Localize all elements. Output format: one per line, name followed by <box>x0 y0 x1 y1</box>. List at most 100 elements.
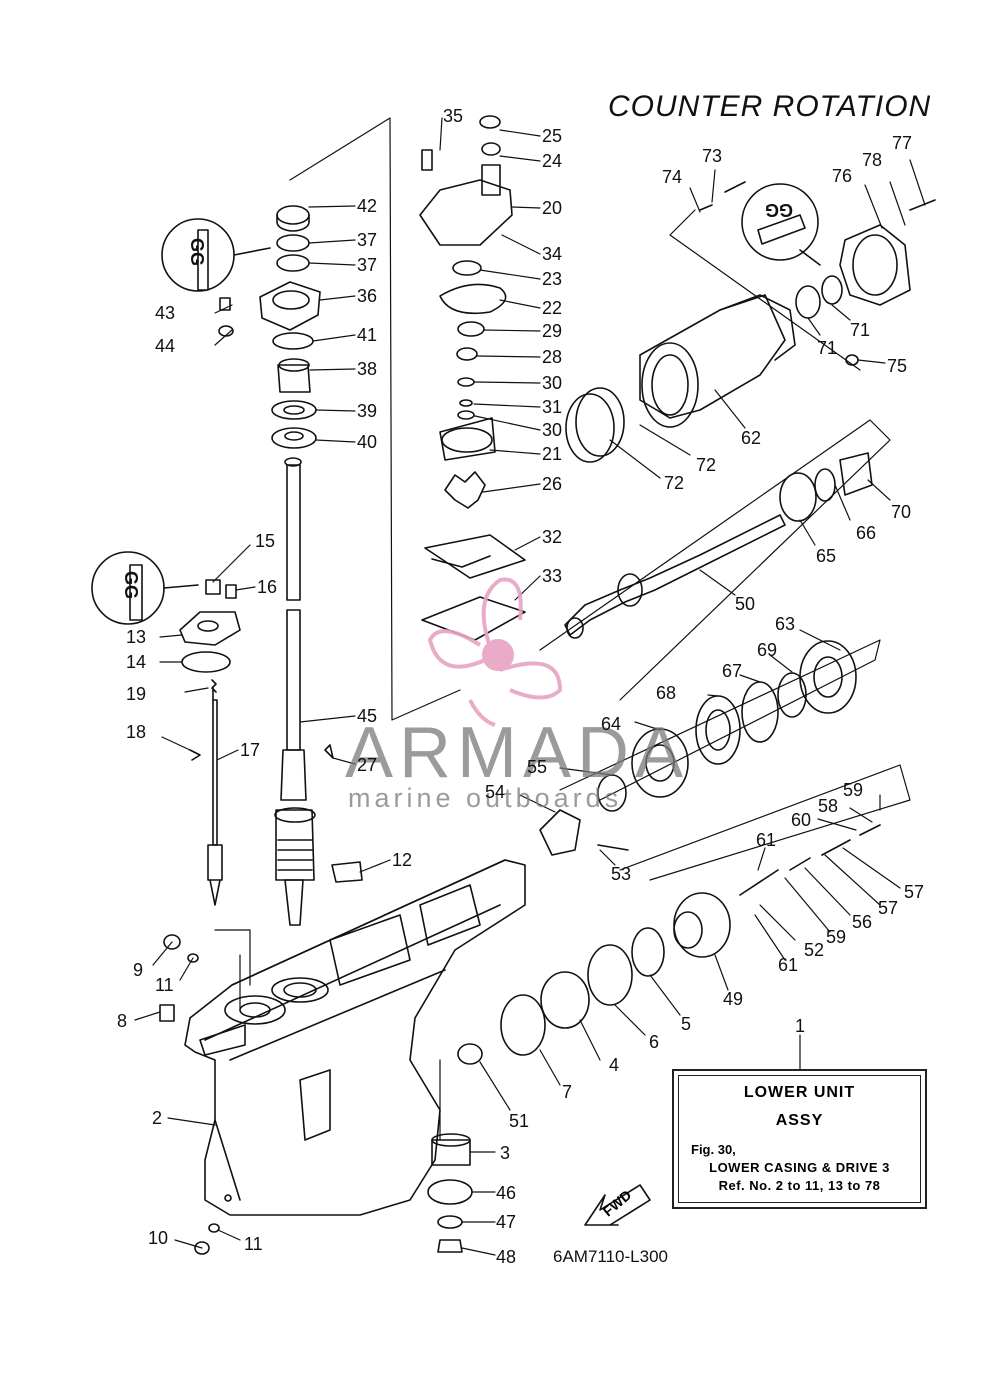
callout-ref-43: 43 <box>155 303 176 323</box>
callout-ref-30b: 30 <box>542 420 563 440</box>
lower-casing-part-2 <box>184 859 526 1216</box>
callout-ref-77: 77 <box>892 133 913 153</box>
assembly-boundaries <box>214 117 911 1141</box>
callout-ref-27: 27 <box>357 755 378 775</box>
bearing-housing-stack-left <box>218 205 321 449</box>
shift-rod-part-17 <box>207 687 223 906</box>
sealant-mark-1: GG <box>187 237 208 267</box>
watermark-propeller-icon <box>427 577 563 727</box>
callout-ref-75: 75 <box>887 356 908 376</box>
callout-ref-70: 70 <box>891 502 912 522</box>
callout-ref-57b: 57 <box>878 898 899 918</box>
callout-ref-3: 3 <box>500 1143 511 1163</box>
watermark-subtitle: marine outboards <box>348 783 623 813</box>
callout-ref-21: 21 <box>542 444 563 464</box>
fasteners <box>159 744 363 1255</box>
callout-ref-36: 36 <box>357 286 378 306</box>
callout-ref-42: 42 <box>357 196 378 216</box>
callout-ref-58: 58 <box>818 796 839 816</box>
callout-ref-29: 29 <box>542 321 563 341</box>
callout-ref-38: 38 <box>357 359 378 379</box>
callout-ref-25: 25 <box>542 126 563 146</box>
info-box-ref-range: Ref. No. 2 to 11, 13 to 78 <box>718 1178 881 1193</box>
callout-ref-67: 67 <box>722 661 743 681</box>
callout-ref-14: 14 <box>126 652 147 672</box>
callout-ref-31: 31 <box>542 397 563 417</box>
callout-ref-8: 8 <box>117 1011 128 1031</box>
sealant-mark-3: GG <box>765 200 794 220</box>
callout-ref-15: 15 <box>255 531 276 551</box>
callout-ref-45: 45 <box>357 706 378 726</box>
callout-ref-61: 61 <box>756 830 777 850</box>
callout-ref-48: 48 <box>496 1247 517 1267</box>
info-box-description: LOWER CASING & DRIVE 3 <box>709 1160 890 1175</box>
callout-ref-11b: 11 <box>244 1234 263 1254</box>
callout-ref-11: 11 <box>155 975 174 995</box>
callout-ref-40: 40 <box>357 432 378 452</box>
callout-ref-13: 13 <box>126 627 147 647</box>
callout-ref-2: 2 <box>152 1108 163 1128</box>
callout-ref-18: 18 <box>126 722 147 742</box>
leader-lines <box>134 117 926 1256</box>
callout-ref-35: 35 <box>443 106 464 126</box>
callout-ref-28: 28 <box>542 347 563 367</box>
watermark-name: ARMADA <box>345 713 690 793</box>
info-box-inner: LOWER UNIT ASSY Fig. 30, LOWER CASING & … <box>678 1075 921 1203</box>
callout-ref-32: 32 <box>542 527 563 547</box>
callout-ref-16: 16 <box>257 577 278 597</box>
callout-ref-63: 63 <box>775 614 796 634</box>
callout-ref-51: 51 <box>509 1111 530 1131</box>
shift-cover-part-13 <box>179 579 241 693</box>
callout-ref-59b: 59 <box>826 927 847 947</box>
callout-ref-68: 68 <box>656 683 677 703</box>
fwd-arrow-icon <box>584 1184 651 1226</box>
callout-ref-37b: 37 <box>357 255 378 275</box>
callout-ref-57: 57 <box>904 882 925 902</box>
callout-ref-62: 62 <box>741 428 762 448</box>
callout-ref-30: 30 <box>542 373 563 393</box>
lower-unit-info-box: LOWER UNIT ASSY Fig. 30, LOWER CASING & … <box>672 1069 927 1209</box>
callout-ref-41: 41 <box>357 325 378 345</box>
diagram-title: COUNTER ROTATION <box>608 90 932 123</box>
callout-ref-46: 46 <box>496 1183 517 1203</box>
callout-ref-61b: 61 <box>778 955 799 975</box>
callout-ref-73: 73 <box>702 146 723 166</box>
callout-ref-52: 52 <box>804 940 825 960</box>
callout-ref-53: 53 <box>611 864 632 884</box>
callout-ref-33: 33 <box>542 566 563 586</box>
drawing-code: 6AM7110-L300 <box>553 1247 668 1266</box>
callout-ref-4: 4 <box>609 1055 620 1075</box>
callout-ref-34: 34 <box>542 244 563 264</box>
prop-shaft-housing-part-62 <box>565 294 796 463</box>
drive-shaft-part-45 <box>274 457 316 926</box>
callout-ref-74: 74 <box>662 167 683 187</box>
callout-ref-71b: 71 <box>817 338 838 358</box>
callout-ref-60: 60 <box>791 810 812 830</box>
callout-ref-72b: 72 <box>664 473 685 493</box>
sealant-mark-2: GG <box>121 570 142 600</box>
callout-ref-47: 47 <box>496 1212 517 1232</box>
callout-ref-10: 10 <box>148 1228 169 1248</box>
callout-ref-76: 76 <box>832 166 853 186</box>
callout-ref-1: 1 <box>795 1016 806 1036</box>
callout-ref-78: 78 <box>862 150 883 170</box>
callout-ref-50: 50 <box>735 594 756 614</box>
sealant-callout-bubbles <box>91 183 821 625</box>
callout-ref-49: 49 <box>723 989 744 1009</box>
callout-ref-54: 54 <box>485 782 506 802</box>
callout-ref-19: 19 <box>126 684 147 704</box>
callout-ref-24: 24 <box>542 151 563 171</box>
callout-ref-66: 66 <box>856 523 877 543</box>
callout-ref-20: 20 <box>542 198 563 218</box>
callout-ref-39: 39 <box>357 401 378 421</box>
callout-ref-17: 17 <box>240 740 261 760</box>
callout-ref-7: 7 <box>562 1082 573 1102</box>
callout-ref-9: 9 <box>133 960 144 980</box>
reverse-gear-set <box>457 824 881 1065</box>
callout-ref-23: 23 <box>542 269 563 289</box>
callout-ref-64: 64 <box>601 714 622 734</box>
callout-ref-37: 37 <box>357 230 378 250</box>
callout-ref-22: 22 <box>542 298 563 318</box>
callout-ref-6: 6 <box>649 1032 660 1052</box>
